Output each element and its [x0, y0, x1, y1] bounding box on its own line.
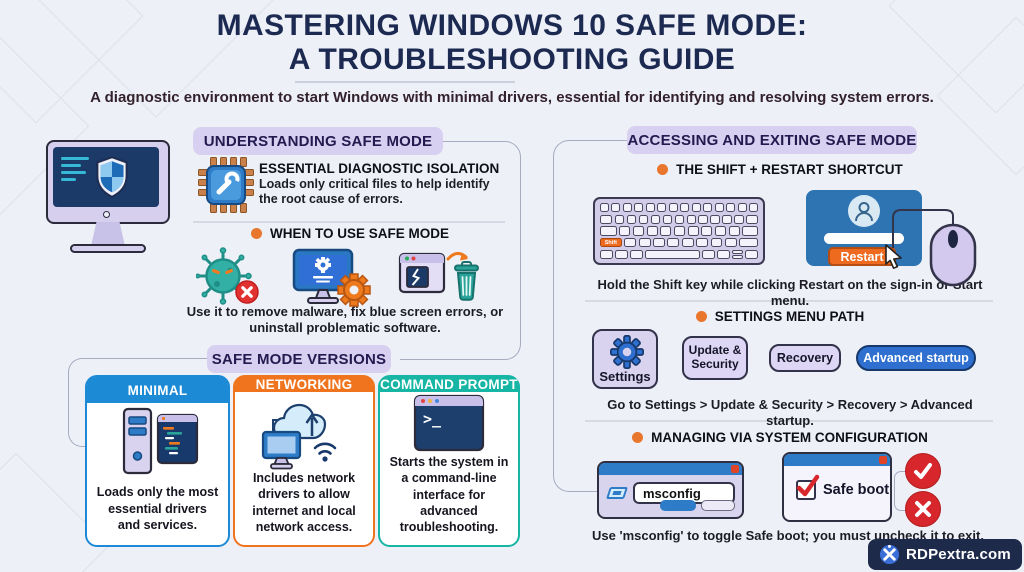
bullet-icon	[657, 164, 669, 175]
safe-boot-checkbox[interactable]	[796, 474, 820, 500]
card-networking-desc: Includes network drivers to allow intern…	[252, 471, 356, 534]
when-to-use-heading: WHEN TO USE SAFE MODE	[185, 226, 515, 241]
monitor-screen	[53, 147, 159, 207]
shift-restart-label: THE SHIFT + RESTART SHORTCUT	[676, 162, 903, 177]
security-monitor-illustration	[46, 140, 170, 260]
sign-in-screen: Restart	[806, 190, 922, 266]
advanced-startup-step[interactable]: Advanced startup	[856, 345, 976, 371]
card-networking: NETWORKING Includes network drivers to a…	[233, 375, 375, 547]
password-field[interactable]	[824, 233, 904, 244]
shift-key[interactable]: Shift	[600, 238, 622, 248]
monitor-base	[70, 244, 146, 253]
settings-path-caption: Go to Settings > Update & Security > Rec…	[607, 397, 973, 429]
brand-logo-icon	[879, 544, 900, 565]
x-icon	[915, 501, 931, 517]
bullet-icon	[695, 311, 707, 322]
shield-icon	[96, 155, 128, 199]
monitor-stand	[91, 222, 125, 246]
diagnostic-isolation-desc: Loads only critical files to help identi…	[259, 177, 490, 206]
recovery-step[interactable]: Recovery	[769, 344, 841, 372]
safe-boot-label: Safe boot	[823, 482, 890, 498]
red-checkmark-icon	[796, 474, 820, 497]
diagnostic-isolation-title: ESSENTIAL DIAGNOSTIC ISOLATION	[259, 161, 500, 176]
settings-step-label: Settings	[599, 369, 651, 384]
card-minimal-desc: Loads only the most essential drivers an…	[96, 485, 219, 532]
wrench-icon	[216, 171, 240, 195]
brand-name: RDPextra.com	[906, 546, 1011, 563]
person-icon	[855, 202, 873, 222]
run-dialog-window: msconfig	[597, 461, 744, 519]
user-avatar	[848, 195, 880, 227]
confirm-circle[interactable]	[905, 453, 941, 489]
gear-icon	[610, 335, 644, 369]
section-header-understanding: UNDERSTANDING SAFE MODE	[193, 127, 443, 155]
svg-text:>_: >_	[423, 410, 442, 428]
monitor-camera-dot	[103, 211, 110, 218]
left-divider	[193, 221, 505, 223]
blue-screen-gear-icon	[292, 248, 371, 307]
connector-right	[553, 140, 628, 492]
section-header-versions: SAFE MODE VERSIONS	[207, 345, 391, 373]
section-header-accessing: ACCESSING AND EXITING SAFE MODE	[627, 126, 917, 154]
cancel-button[interactable]	[701, 500, 735, 511]
safe-boot-window: Safe boot	[782, 452, 892, 522]
connector-left	[400, 141, 521, 360]
bullet-icon	[250, 228, 262, 239]
network-cloud-icon	[235, 392, 373, 470]
safe-boot-titlebar	[784, 454, 890, 466]
card-command-prompt-title: COMMAND PROMPT	[380, 377, 518, 392]
settings-path-label: SETTINGS MENU PATH	[714, 309, 865, 324]
card-command-prompt: COMMAND PROMPT >_ Starts the system in a…	[378, 375, 520, 547]
system-config-heading: MANAGING VIA SYSTEM CONFIGURATION	[570, 430, 990, 445]
close-icon[interactable]	[879, 456, 887, 464]
when-to-use-caption: Use it to remove malware, fix blue scree…	[186, 304, 504, 336]
tower-pc-icon	[87, 403, 228, 484]
keyboard-illustration: Shift	[593, 197, 765, 265]
ok-button[interactable]	[660, 500, 696, 511]
right-divider-2	[585, 420, 993, 422]
page-title-line1: MASTERING WINDOWS 10 SAFE MODE:	[216, 9, 808, 42]
restart-button[interactable]: Restart	[828, 247, 896, 266]
run-dialog-titlebar	[599, 463, 742, 475]
settings-tile[interactable]: Settings	[592, 329, 658, 389]
page-subtitle: A diagnostic environment to start Window…	[90, 89, 934, 106]
check-icon	[914, 463, 932, 479]
card-minimal-title: MINIMAL	[87, 377, 228, 403]
connector-safeboot	[894, 471, 907, 511]
shift-restart-heading: THE SHIFT + RESTART SHORTCUT	[570, 162, 990, 177]
shift-restart-caption: Hold the Shift key while clicking Restar…	[597, 277, 983, 309]
right-divider-1	[585, 300, 993, 302]
title-divider	[295, 81, 515, 83]
close-icon[interactable]	[731, 465, 739, 473]
system-config-label: MANAGING VIA SYSTEM CONFIGURATION	[651, 430, 928, 445]
page-title-line2: A TROUBLESHOOTING GUIDE	[288, 43, 736, 76]
card-minimal: MINIMAL Loads only the mo	[85, 375, 230, 547]
malware-virus-icon	[196, 247, 259, 305]
card-networking-title: NETWORKING	[235, 377, 373, 392]
run-icon	[606, 487, 628, 499]
chip-wrench-icon	[198, 157, 254, 213]
update-security-step[interactable]: Update & Security	[682, 336, 748, 380]
cancel-circle[interactable]	[905, 491, 941, 527]
terminal-icon: >_	[380, 392, 518, 454]
brand-badge: RDPextra.com	[868, 539, 1022, 570]
when-to-use-label: WHEN TO USE SAFE MODE	[269, 226, 449, 241]
bullet-icon	[632, 432, 644, 443]
card-command-prompt-desc: Starts the system in a command-line inte…	[389, 455, 509, 534]
settings-path-heading: SETTINGS MENU PATH	[570, 309, 990, 324]
